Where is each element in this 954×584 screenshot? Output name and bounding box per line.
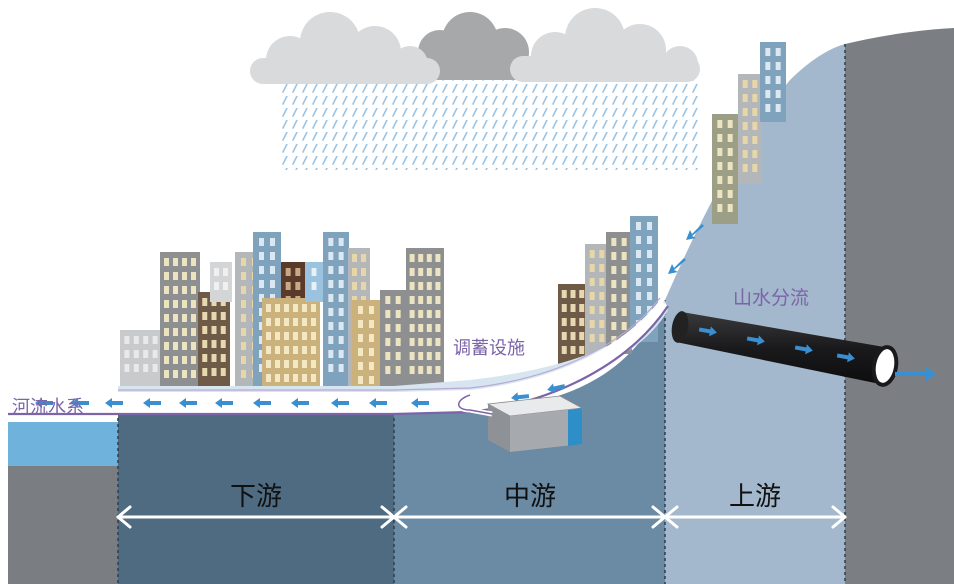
building [760, 42, 786, 122]
flow-arrows [35, 383, 566, 408]
building [160, 252, 200, 392]
building [585, 244, 609, 360]
pipe-flow-arrow-icon [746, 335, 765, 346]
river-system-label: 河流水系 [12, 397, 84, 417]
diversion-pipe [671, 311, 936, 387]
downstream-zone [118, 412, 394, 584]
pipe-flow-arrow-icon [794, 344, 813, 355]
outflow-arrow-icon [895, 366, 936, 382]
flow-arrow-icon [105, 398, 123, 408]
flow-arrow-icon [547, 383, 566, 394]
pipe-flow-arrow-icon [698, 326, 717, 337]
flow-arrow-icon [331, 398, 349, 408]
downstream-label: 下游 [230, 481, 282, 511]
flow-arrow-icon [369, 398, 387, 408]
building [738, 74, 762, 184]
building [305, 262, 323, 302]
building [712, 114, 738, 224]
river-bank-ground [8, 466, 118, 584]
light-cloud-left [250, 12, 440, 84]
upstream-label: 上游 [729, 481, 781, 511]
city-buildings [120, 42, 786, 392]
building [262, 298, 320, 390]
building [380, 290, 406, 392]
mountain-diversion-label: 山水分流 [733, 287, 809, 309]
building [120, 330, 162, 390]
light-cloud-right [510, 8, 700, 82]
flow-arrow-icon [411, 398, 429, 408]
river-water [8, 422, 118, 466]
flow-arrow-icon [215, 398, 233, 408]
building [406, 248, 444, 392]
flow-arrow-icon [71, 398, 89, 408]
flow-arrow-icon [511, 392, 530, 403]
channel-top-line [118, 297, 661, 391]
flow-arrow-icon [253, 398, 271, 408]
flow-arrow-icon [179, 398, 197, 408]
pipe-flow-arrow-icon [836, 352, 855, 363]
flow-arrow-icon [143, 398, 161, 408]
building [210, 262, 232, 302]
upstream-zone [665, 44, 845, 584]
building [323, 232, 349, 392]
flow-arrow-icon [291, 398, 309, 408]
zone-span-arrows [116, 505, 847, 529]
river-channel [8, 300, 668, 414]
rain-streaks [280, 80, 700, 170]
storage-facility [456, 392, 584, 452]
building [198, 292, 230, 392]
flow-arrow-icon [35, 398, 53, 408]
building [558, 284, 588, 364]
building [352, 300, 380, 392]
slope-arrows [668, 224, 704, 274]
storage-facility-label: 调蓄设施 [453, 338, 525, 358]
city-ground-slab [118, 300, 668, 404]
mountain-rock [845, 28, 954, 584]
rain-cloud [250, 8, 700, 170]
midstream-label: 中游 [504, 481, 556, 511]
